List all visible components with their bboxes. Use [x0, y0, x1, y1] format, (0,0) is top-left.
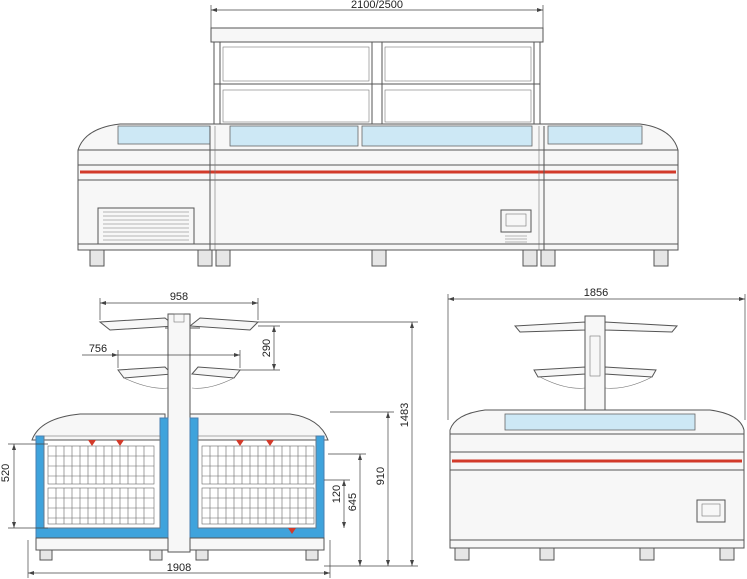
section-left-tub: [31, 413, 169, 561]
dimension-shelf-mid-width: 756: [82, 343, 241, 368]
end-central-column: [584, 315, 606, 413]
dimension-shelf-mid-width-label: 756: [89, 343, 107, 355]
end-cabinet: [449, 409, 745, 561]
dimension-cross-depth: 1908: [27, 540, 331, 578]
front-vent-grille: [97, 207, 195, 245]
front-control-panel: [500, 209, 532, 243]
section-central-column: [167, 313, 191, 553]
end-feet: [454, 547, 735, 561]
right-basket-lower: [201, 487, 315, 525]
left-basket-upper: [47, 445, 155, 485]
dimension-total-height: 1483: [258, 321, 418, 567]
dimension-cabinet-height-label: 910: [375, 467, 387, 485]
dimension-base-offset-label: 120: [331, 485, 343, 503]
dimension-shelf-spacing-label: 290: [261, 339, 273, 357]
dimension-cabinet-height: 910: [330, 411, 394, 566]
dimension-tub-height: 645: [328, 453, 366, 566]
dimension-base-offset: 120: [324, 479, 350, 528]
left-basket-lower: [47, 487, 155, 525]
front-cabinet: [77, 123, 679, 267]
end-shelving: [513, 315, 679, 413]
dimension-total-height-label: 1483: [399, 403, 411, 427]
dimension-basket-height-label: 520: [0, 464, 12, 482]
front-feet: [89, 249, 669, 267]
dimension-front-length-label: 2100/2500: [351, 0, 403, 11]
dimension-cross-depth-label: 1908: [167, 562, 191, 574]
dimension-end-width: 1856: [447, 287, 746, 420]
end-control-panel: [696, 499, 726, 523]
end-elevation-view: 1856: [447, 287, 746, 561]
dimension-basket-height: 520: [0, 443, 48, 529]
front-elevation-view: 2100/2500: [77, 0, 679, 267]
dimension-shelf-spacing: 290: [240, 325, 280, 371]
section-mid-shelf: [117, 366, 241, 389]
dimension-shelf-top-width: 958: [99, 291, 259, 320]
dimension-tub-height-label: 645: [347, 493, 359, 511]
dimension-end-width-label: 1856: [584, 287, 608, 299]
dimension-front-length: 2100/2500: [210, 0, 544, 30]
cross-section-view: 958 756 290 520: [0, 291, 418, 578]
dimension-shelf-top-width-label: 958: [170, 291, 188, 303]
section-right-tub: [189, 413, 329, 561]
right-basket-upper: [201, 445, 315, 485]
